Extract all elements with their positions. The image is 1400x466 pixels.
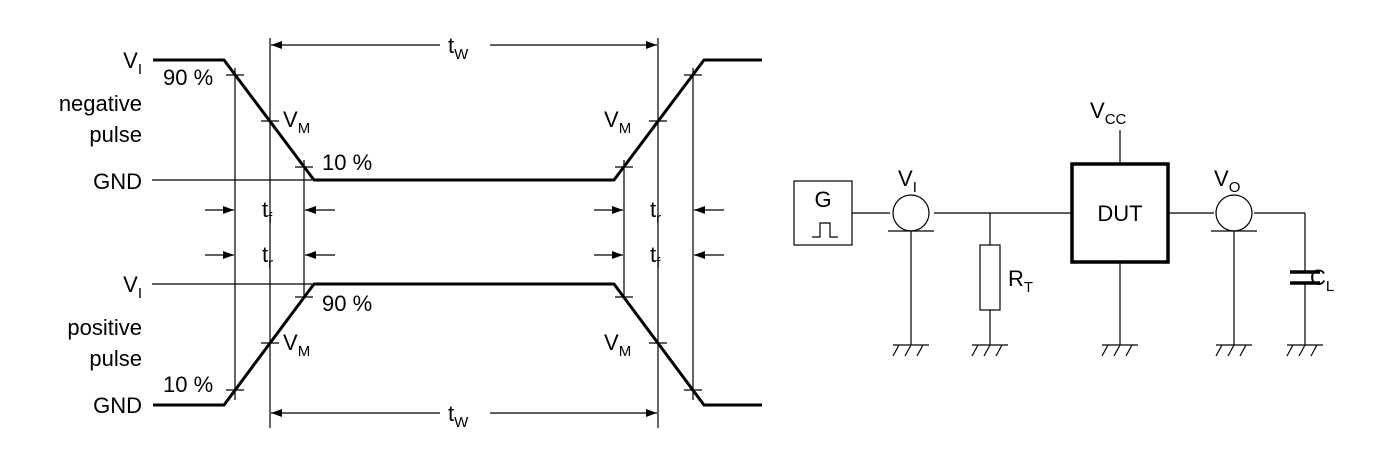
edge-time-arrows — [205, 206, 724, 259]
generator-label: G — [814, 187, 831, 212]
vi-level-label: VI — [123, 48, 142, 78]
positive-pulse-label-line1: positive — [67, 315, 142, 340]
vm-label: VM — [283, 330, 310, 360]
ground-icon — [1286, 344, 1323, 357]
negative-pulse-waveform — [153, 58, 762, 182]
vi-probe: VI — [888, 166, 934, 345]
waveform-ticks — [226, 74, 702, 391]
tw-label: tW — [448, 401, 469, 431]
negative-pulse-label-line2: pulse — [89, 122, 142, 147]
tr-label: tr — [650, 197, 661, 227]
ground-icon — [892, 344, 929, 357]
gnd-level-label: GND — [93, 169, 142, 194]
vm-label: VM — [604, 107, 631, 137]
vo-probe-label: VO — [1214, 166, 1240, 196]
gnd-level-label: GND — [93, 393, 142, 418]
vm-label: VM — [283, 107, 310, 137]
tw-dimension-top: tW — [271, 33, 657, 63]
cl-capacitor: CL — [1290, 213, 1334, 345]
negative-pulse-label-line1: negative — [59, 91, 142, 116]
ground-icon — [971, 344, 1008, 357]
cl-label: CL — [1310, 265, 1334, 295]
ground-icon — [1215, 344, 1252, 357]
vcc-label: VCC — [1090, 98, 1127, 128]
rt-label: RT — [1008, 266, 1033, 296]
tr-label: tr — [262, 242, 273, 272]
pulse-generator: G — [793, 180, 853, 246]
tf-label: tf — [650, 242, 661, 272]
vo-probe: VO — [1211, 166, 1257, 345]
pct10-label: 10 % — [163, 372, 213, 397]
tw-dimension-bottom: tW — [271, 401, 657, 431]
pulse-symbol-icon — [812, 222, 838, 238]
positive-pulse-waveform — [153, 282, 762, 407]
timing-diagram: tW tW — [59, 33, 762, 431]
dut-label: DUT — [1097, 201, 1142, 226]
pct90-label: 90 % — [163, 65, 213, 90]
pct90-label: 90 % — [322, 291, 372, 316]
positive-pulse-label-line2: pulse — [89, 346, 142, 371]
pct10-label: 10 % — [322, 150, 372, 175]
vi-level-label: VI — [123, 272, 142, 302]
vm-label: VM — [604, 330, 631, 360]
test-circuit: G VI RT DUT VCC — [793, 98, 1334, 357]
vi-probe-label: VI — [898, 166, 917, 196]
tw-label: tW — [448, 33, 469, 63]
tf-label: tf — [262, 197, 273, 227]
ground-icon — [1101, 344, 1138, 357]
rt-resistor: RT — [979, 213, 1033, 345]
dut-block: DUT VCC — [1070, 98, 1170, 345]
